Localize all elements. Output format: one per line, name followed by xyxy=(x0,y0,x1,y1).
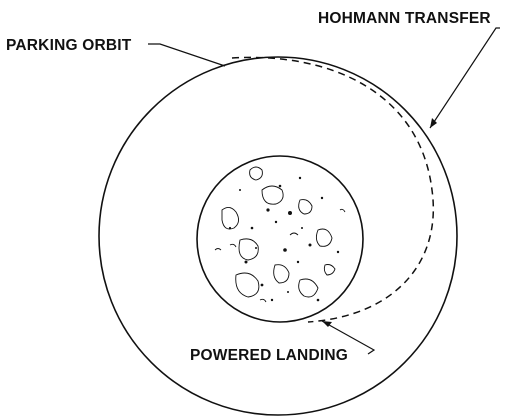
hohmann-transfer-label: HOHMANN TRANSFER xyxy=(318,10,491,27)
hohmann-transfer-leader xyxy=(430,28,500,128)
powered-landing-label: POWERED LANDING xyxy=(190,347,348,364)
parking-orbit-label: PARKING ORBIT xyxy=(6,37,132,54)
moon-surface-icon xyxy=(197,156,363,322)
parking-orbit-leader xyxy=(148,44,225,66)
